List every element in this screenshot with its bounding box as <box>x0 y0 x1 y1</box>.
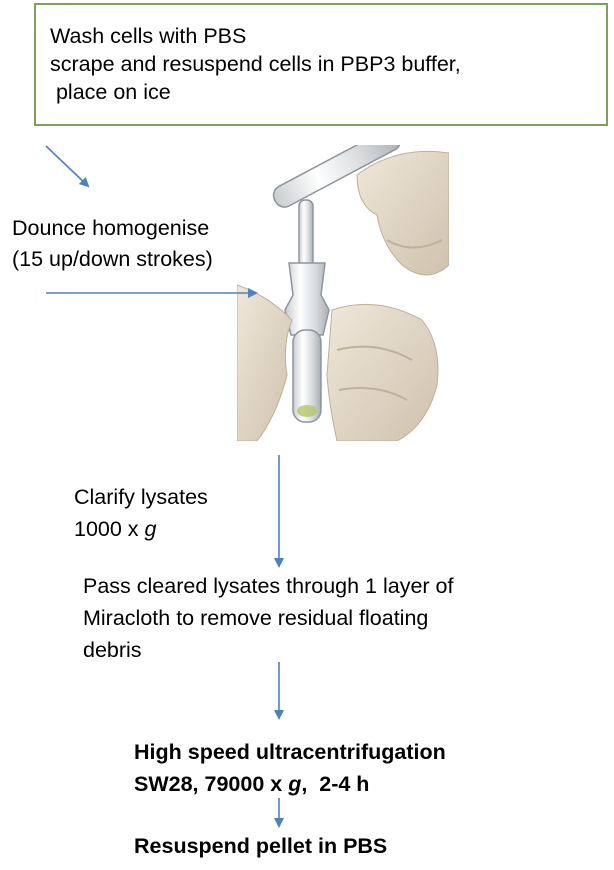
arrow-box-to-dounce <box>46 146 88 186</box>
